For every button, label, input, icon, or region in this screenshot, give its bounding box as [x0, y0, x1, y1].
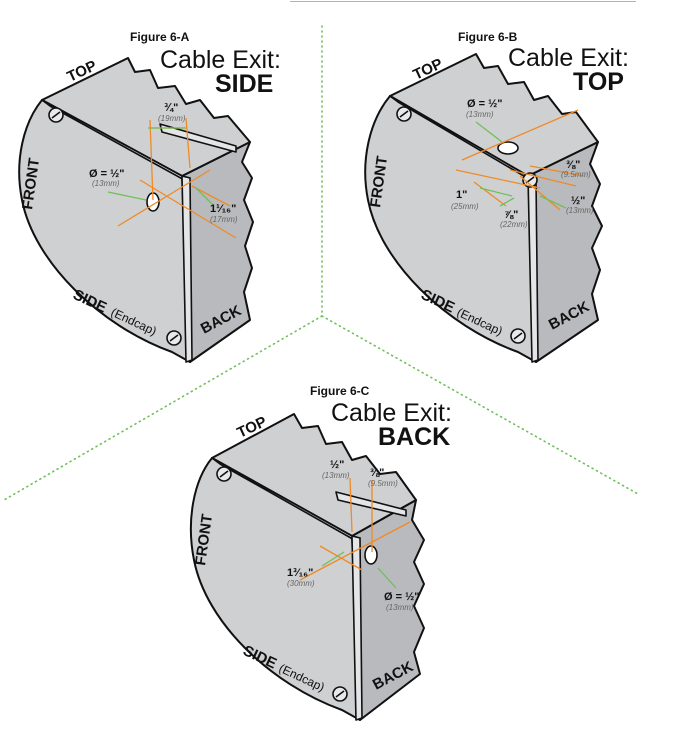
figure-6b: Figure 6-B Cable Exit: TOP Ø = ½" (13mm)…	[364, 30, 629, 363]
figure-6a-top-channel	[159, 123, 237, 153]
figure-6c-top-channel	[335, 491, 407, 517]
figure-6b-cable-hole	[497, 141, 519, 155]
figure-6c-dim-1316: 1³⁄₁₆"	[287, 567, 313, 579]
figure-6c-edge-rim	[351, 535, 363, 721]
figure-6c: Figure 6-C Cable Exit: BACK ½" (13mm) ⅜"…	[189, 384, 452, 721]
figure-6a-top-panel	[41, 57, 251, 177]
figure-6b-screw-bottom	[510, 328, 526, 344]
figure-6c-dim-38-mm: (9.5mm)	[368, 479, 398, 488]
figure-6a-dim-34: ¾"	[164, 102, 178, 114]
figure-6b-back-panel	[527, 141, 603, 363]
figure-6a-label: Figure 6-A	[130, 30, 190, 44]
figure-6c-dim-38: ⅜"	[370, 467, 384, 479]
figure-6b-dim-12-mm: (13mm)	[566, 206, 594, 215]
figure-6b-dim-78: ⅞"	[504, 209, 518, 221]
figure-6b-dim-38-mm: (9.5mm)	[561, 170, 591, 179]
figure-6a-screw-top	[48, 107, 64, 123]
figure-6a-leader-1116	[195, 187, 215, 207]
figure-6b-dim-78-mm: (22mm)	[500, 220, 528, 229]
figure-6b-leader-78	[499, 197, 515, 207]
figure-6c-leader-1316	[321, 551, 345, 567]
figure-6c-screw-bottom	[332, 686, 348, 702]
figure-6b-leader-dia	[475, 121, 503, 143]
figure-6c-dim-dia-mm: (13mm)	[386, 603, 414, 612]
figure-6a-leader-dia	[107, 191, 147, 201]
figure-6a-dim-34-mm: (19mm)	[158, 114, 186, 123]
figure-6a-title-line1: Cable Exit:	[160, 46, 281, 74]
figure-6a-screw-bottom	[166, 330, 182, 346]
figure-6c-dim-12: ½"	[330, 459, 344, 471]
figure-6b-dim-12: ½"	[571, 195, 585, 207]
figure-6b-dim-1-mm: (25mm)	[451, 202, 479, 211]
figure-6c-dim-12-mm: (13mm)	[322, 471, 350, 480]
figure-6a-edge-rim	[181, 175, 193, 363]
figure-6c-cable-hole	[364, 545, 378, 565]
figure-6a-dim-dia-mm: (13mm)	[92, 179, 120, 188]
figure-6c-label: Figure 6-C	[310, 384, 370, 398]
figure-6c-leader-dia	[377, 567, 397, 589]
figure-6c-dim-1316-mm: (30mm)	[287, 579, 315, 588]
figure-6b-leader-12	[539, 195, 567, 209]
figure-6b-screw-top	[396, 106, 412, 122]
figure-6b-top-panel	[389, 53, 599, 177]
figure-6a-dim-1116: 1¹⁄₁₆"	[210, 203, 236, 215]
figure-dividers	[3, 25, 639, 501]
figure-6a-back-panel	[181, 141, 254, 363]
figure-6b-label: Figure 6-B	[458, 30, 518, 44]
figure-6a-title-line2: SIDE	[215, 70, 273, 98]
figure-6b-dim-38: ⅜"	[566, 159, 580, 171]
figure-6a: Figure 6-A Cable Exit: SIDE ¾" (19mm) Ø …	[18, 30, 281, 363]
figure-6c-endcap-panel	[189, 457, 361, 721]
figure-6a-dim-dia: Ø = ½"	[89, 168, 124, 180]
figure-6b-endcap-panel	[364, 95, 537, 363]
figure-6b-dim-dia-mm: (13mm)	[466, 110, 494, 119]
figure-6b-title-line1: Cable Exit:	[508, 44, 629, 72]
figure-6c-title-line2: BACK	[378, 423, 450, 451]
divider-left	[3, 315, 323, 501]
figure-6b-title-line2: TOP	[573, 68, 624, 96]
divider-right	[321, 315, 639, 495]
figure-6c-dim-dia: Ø = ½"	[384, 591, 419, 603]
figure-6a-endcap-panel	[18, 99, 191, 363]
figure-6b-dim-1: 1"	[456, 189, 467, 201]
figure-6b-leader-1	[479, 187, 513, 197]
figure-6a-measure-vert	[149, 119, 154, 201]
figure-6c-title-line1: Cable Exit:	[331, 399, 452, 427]
figure-6c-screw-top	[216, 466, 232, 482]
figure-6a-dim-1116-mm: (17mm)	[210, 215, 238, 224]
figure-6b-dim-dia: Ø = ½"	[467, 98, 502, 110]
